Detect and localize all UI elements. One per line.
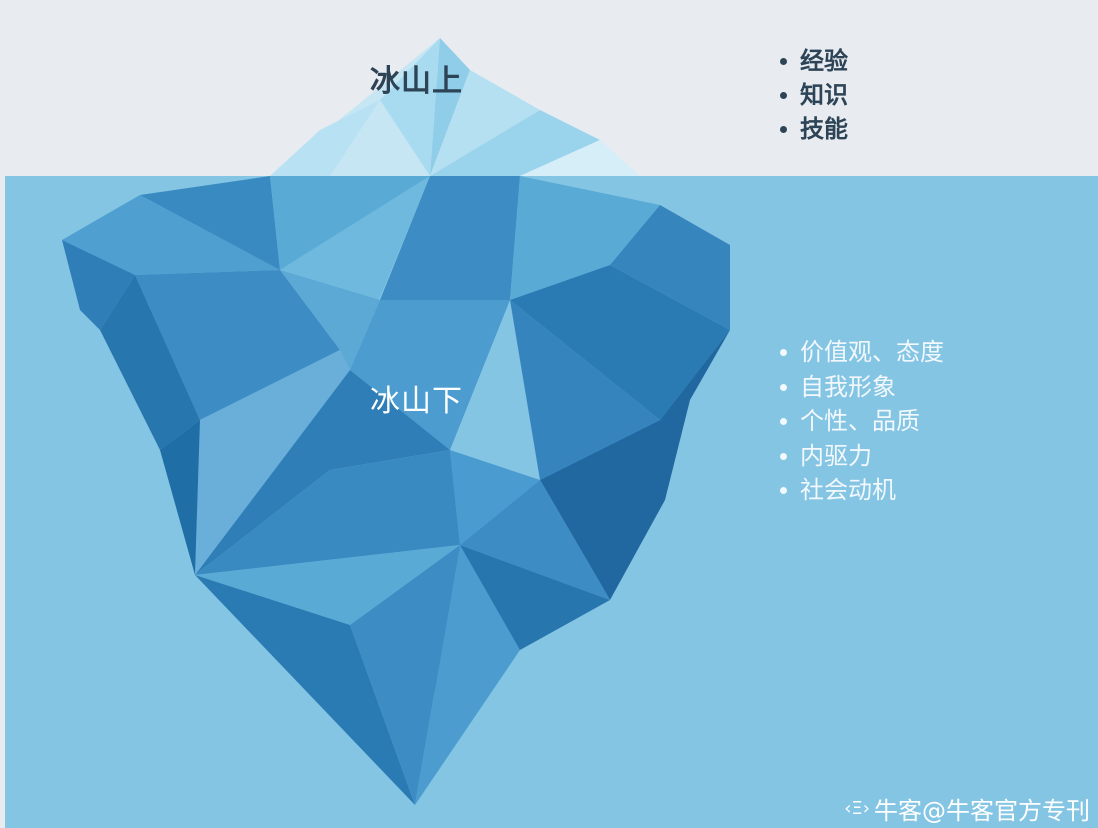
above-water-label: 冰山上 [370,64,463,99]
iceberg-body [62,176,730,805]
list-item: 内驱力 [776,439,944,474]
below-water-label: 冰山下 [370,384,463,419]
list-item: 知识 [776,78,848,112]
iceberg-tip [270,38,640,176]
below-water-list: 价值观、态度 自我形象 个性、品质 内驱力 社会动机 [776,335,944,508]
brand-logo-icon: ‹Ξ› [844,798,870,819]
list-item: 价值观、态度 [776,335,944,370]
list-item: 个性、品质 [776,404,944,439]
list-item: 社会动机 [776,473,944,508]
list-item: 技能 [776,112,848,146]
watermark-text: 牛客@牛客官方专刊 [874,797,1090,825]
above-water-list: 经验 知识 技能 [776,44,848,146]
list-item: 自我形象 [776,370,944,405]
list-item: 经验 [776,44,848,78]
watermark: ‹Ξ› 牛客@牛客官方专刊 [844,791,1090,826]
